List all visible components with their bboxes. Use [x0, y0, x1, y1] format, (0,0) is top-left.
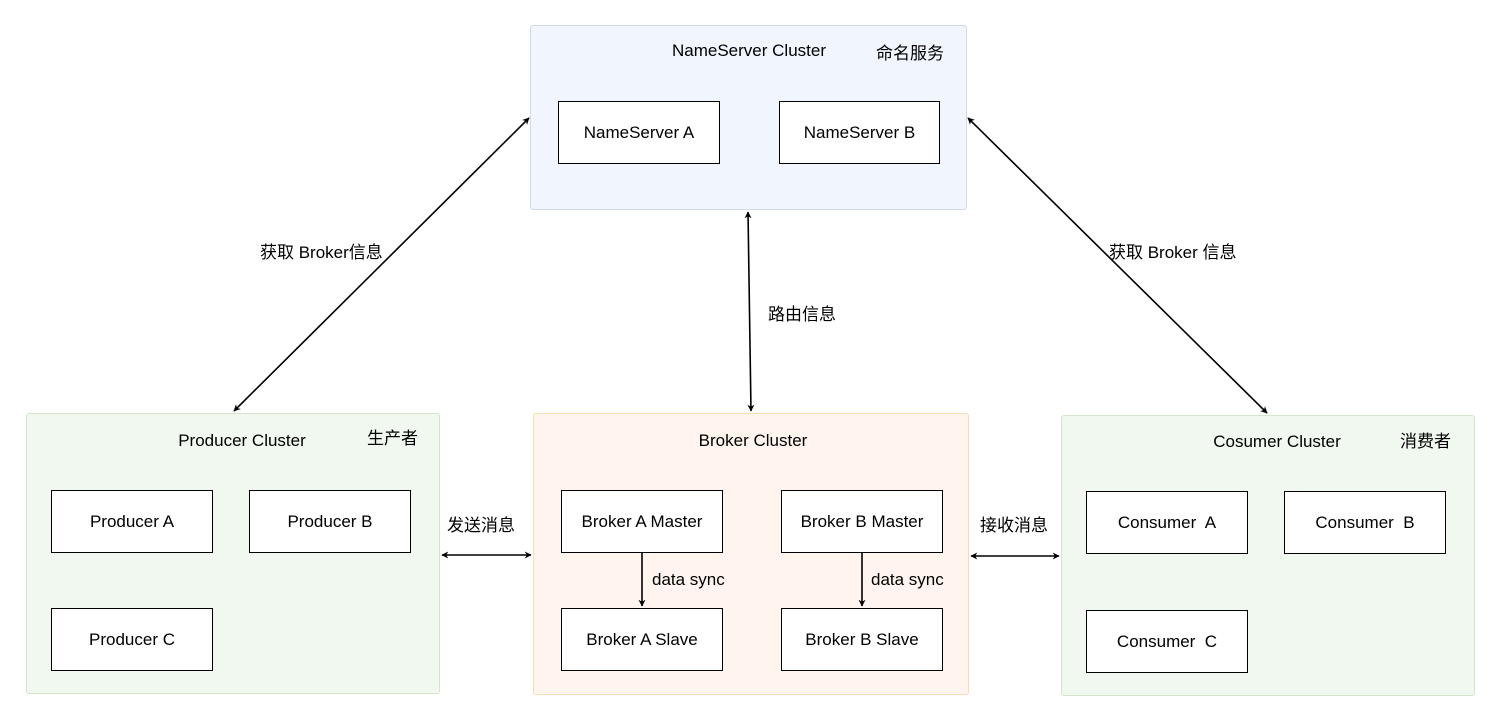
consumer-c-node[interactable]: Consumer C [1086, 610, 1248, 673]
edge-label-producer-broker: 发送消息 [447, 516, 515, 535]
producer-b-node[interactable]: Producer B [249, 490, 411, 553]
edge-label-broker-nameserver: 路由信息 [768, 305, 836, 324]
nameserver-cluster-role: 命名服务 [876, 44, 944, 63]
producer-cluster-title: Producer Cluster [178, 431, 306, 450]
broker-a-master-node[interactable]: Broker A Master [561, 490, 723, 553]
consumer-cluster-role: 消费者 [1400, 432, 1451, 451]
data-sync-label-a: data sync [652, 570, 725, 589]
data-sync-label-b: data sync [871, 570, 944, 589]
consumer-b-node[interactable]: Consumer B [1284, 491, 1446, 554]
edge-label-producer-nameserver: 获取 Broker信息 [260, 243, 383, 262]
producer-c-node[interactable]: Producer C [51, 608, 213, 671]
edge-consumer-nameserver [967, 117, 1268, 414]
edge-label-broker-consumer: 接收消息 [980, 516, 1048, 535]
broker-b-slave-node[interactable]: Broker B Slave [781, 608, 943, 671]
nameserver-cluster-title: NameServer Cluster [672, 41, 826, 60]
broker-a-slave-node[interactable]: Broker A Slave [561, 608, 723, 671]
nameserver-a-node[interactable]: NameServer A [558, 101, 720, 164]
edge-producer-nameserver [233, 117, 530, 412]
broker-cluster-title: Broker Cluster [698, 431, 808, 450]
broker-b-master-node[interactable]: Broker B Master [781, 490, 943, 553]
edge-broker-nameserver [744, 211, 755, 412]
consumer-cluster-title: Cosumer Cluster [1213, 432, 1341, 451]
consumer-a-node[interactable]: Consumer A [1086, 491, 1248, 554]
nameserver-b-node[interactable]: NameServer B [779, 101, 940, 164]
edge-label-consumer-nameserver: 获取 Broker 信息 [1109, 243, 1237, 262]
producer-cluster-role: 生产者 [367, 429, 418, 448]
producer-a-node[interactable]: Producer A [51, 490, 213, 553]
